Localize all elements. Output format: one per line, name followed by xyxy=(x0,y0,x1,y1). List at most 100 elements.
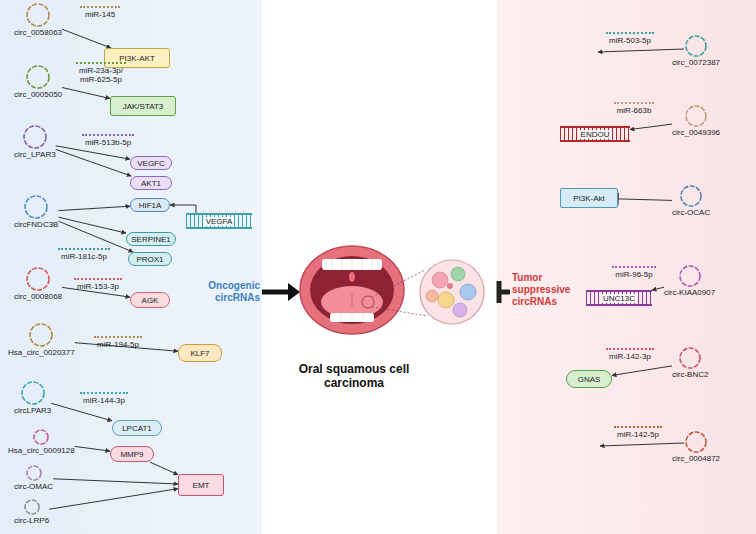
node-text: PI3K-Akt xyxy=(573,194,605,203)
node-text: VEGFA xyxy=(204,217,235,226)
connector xyxy=(62,29,111,48)
target-box: EMT xyxy=(178,474,224,496)
sponge-arrows xyxy=(598,49,684,446)
connector xyxy=(630,124,672,129)
connector xyxy=(53,479,178,484)
connector xyxy=(170,205,196,213)
circrna-node: circ_0058063 xyxy=(14,2,62,38)
node-text: circLPAR3 xyxy=(14,406,51,416)
circrna-ring xyxy=(25,464,43,482)
circrna-ring xyxy=(684,430,708,454)
mirna-label: miR-513b-5p xyxy=(82,134,134,147)
circrna-loop xyxy=(686,432,706,452)
connector xyxy=(56,149,132,176)
circrna-ring xyxy=(28,322,54,348)
circrna-ring xyxy=(25,266,51,292)
circrna-loop xyxy=(27,66,49,88)
target-box: AGK xyxy=(130,292,170,308)
circrna-node: circFNDC3B xyxy=(14,194,58,230)
target-box: PI3K-AKT xyxy=(104,48,170,68)
connector xyxy=(59,206,131,210)
circrna-loop xyxy=(25,500,39,514)
circrna-ring xyxy=(20,380,46,406)
node-text: Hsa_circ_0009128 xyxy=(8,446,75,456)
circrna-ring xyxy=(684,104,708,128)
node-text: KLF7 xyxy=(190,349,209,358)
circrna-node: circ_0008068 xyxy=(14,266,62,302)
node-text: MMP9 xyxy=(120,450,143,459)
circrna-node: circ-BNC2 xyxy=(672,346,708,380)
circrna-loop xyxy=(27,268,49,290)
circrna-node: circ_0072387 xyxy=(672,34,720,68)
connector xyxy=(51,403,112,421)
circrna-loop xyxy=(25,196,47,218)
node-text: JAK/STAT3 xyxy=(123,102,164,111)
circrna-loop xyxy=(681,186,701,206)
node-text: LPCAT1 xyxy=(122,424,152,433)
node-text: HIF1A xyxy=(139,201,162,210)
circrna-node: circ_LPAR3 xyxy=(14,124,56,160)
target-box: PROX1 xyxy=(128,252,172,266)
mirna-label: miR-194-5p xyxy=(94,336,142,349)
circrna-node: circ_0005050 xyxy=(14,64,62,100)
mirna-label: miR-144-3p xyxy=(80,392,128,405)
circrna-ring xyxy=(684,34,708,58)
node-text: circ_0058063 xyxy=(14,28,62,38)
circrna-node: Hsa_circ_0020377 xyxy=(8,322,75,358)
circrna-node: circ-KIAA0907 xyxy=(664,264,715,298)
circrna-loop xyxy=(27,466,41,480)
target-box: AKT1 xyxy=(130,176,172,190)
target-box: VEGFC xyxy=(130,156,172,170)
mirna-label: miR-663b xyxy=(614,102,654,115)
connector xyxy=(150,462,178,475)
node-text: VEGFC xyxy=(137,159,165,168)
node-text: circ_LPAR3 xyxy=(14,150,56,160)
node-text: EMT xyxy=(193,481,210,490)
circrna-ring xyxy=(678,264,702,288)
circrna-node: circ_0049396 xyxy=(672,104,720,138)
circrna-ring xyxy=(679,184,703,208)
connector xyxy=(62,88,110,99)
circrna-loop xyxy=(22,382,44,404)
panel-heading: Tumor suppressive circRNAs xyxy=(512,272,586,308)
target-box: GNAS xyxy=(566,370,612,388)
node-text: Hsa_circ_0020377 xyxy=(8,348,75,358)
connector xyxy=(49,489,178,510)
circrna-node: circ_0004872 xyxy=(672,430,720,464)
circrna-node: circ-LRP6 xyxy=(14,498,49,526)
circrna-node: circLPAR3 xyxy=(14,380,51,416)
circrna-ring xyxy=(25,64,51,90)
connector xyxy=(75,446,110,451)
mirna-label: miR-23a-3p/ miR-625-5p xyxy=(76,62,126,84)
node-text: AGK xyxy=(142,296,159,305)
target-box: KLF7 xyxy=(178,344,222,362)
circrna-loop xyxy=(24,126,46,148)
mouth-illustration xyxy=(300,246,404,334)
circrna-loop xyxy=(34,430,48,444)
inhibit-bar xyxy=(499,281,510,303)
node-text: circ-LRP6 xyxy=(14,516,49,526)
node-text: circ-KIAA0907 xyxy=(664,288,715,298)
circrna-loop xyxy=(686,106,706,126)
node-text: SERPINE1 xyxy=(131,235,171,244)
connector xyxy=(56,146,130,159)
circrna-ring xyxy=(22,124,48,150)
gene-node: ENDOU xyxy=(560,126,630,142)
node-text: GNAS xyxy=(578,375,601,384)
gene-node: UNC13C xyxy=(586,290,652,306)
circrna-node: circ-OCAC xyxy=(672,184,710,218)
tissue-zoom xyxy=(372,260,484,324)
node-text: circFNDC3B xyxy=(14,220,58,230)
target-box: LPCAT1 xyxy=(112,420,162,436)
node-text: circ-OCAC xyxy=(672,208,710,218)
node-text: PROX1 xyxy=(136,255,163,264)
target-box: PI3K-Akt xyxy=(560,188,618,208)
node-text: circ_0004872 xyxy=(672,454,720,464)
node-text: circ_0049396 xyxy=(672,128,720,138)
mirna-label: miR-96-5p xyxy=(612,266,656,279)
panel-heading: Oral squamous cell carcinoma xyxy=(292,362,416,390)
connector xyxy=(612,366,672,376)
circrna-ring xyxy=(25,2,51,28)
node-text: circ_0008068 xyxy=(14,292,62,302)
